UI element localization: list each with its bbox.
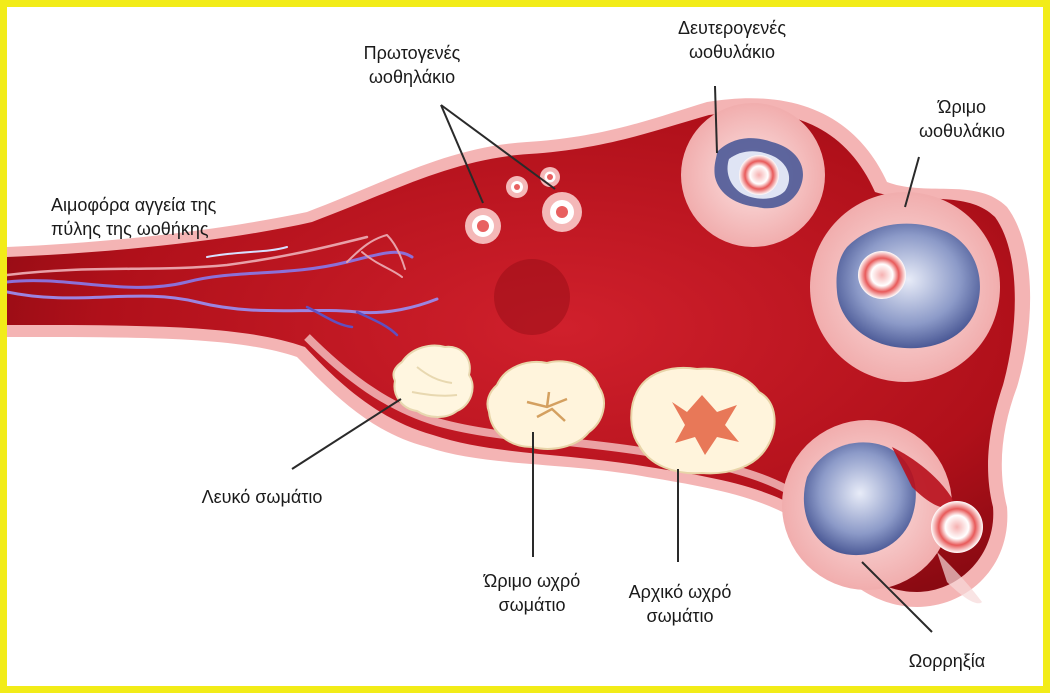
label-mature-corpus-luteum-line2: σωμάτιο (462, 593, 602, 617)
label-mature-follicle: Ώριμο ωοθυλάκιο (897, 95, 1027, 143)
label-blood-vessels-line2: πύλης της ωοθήκης (51, 217, 291, 241)
label-early-corpus-luteum: Αρχικό ωχρό σωμάτιο (605, 580, 755, 628)
label-primary-follicle: Πρωτογενές ωοθηλάκιο (342, 41, 482, 89)
label-corpus-albicans: Λευκό σωμάτιο (177, 485, 347, 509)
watermark-circle (494, 259, 570, 335)
label-mature-follicle-line2: ωοθυλάκιο (897, 119, 1027, 143)
label-secondary-follicle-line2: ωοθυλάκιο (657, 40, 807, 64)
label-primary-follicle-line1: Πρωτογενές (342, 41, 482, 65)
label-mature-corpus-luteum: Ώριμο ωχρό σωμάτιο (462, 569, 602, 617)
label-ovulation-text: Ωορρηξία (887, 649, 1007, 673)
label-secondary-follicle: Δευτερογενές ωοθυλάκιο (657, 16, 807, 64)
label-blood-vessels-line1: Αιμοφόρα αγγεία της (51, 193, 291, 217)
label-secondary-follicle-line1: Δευτερογενές (657, 16, 807, 40)
label-primary-follicle-line2: ωοθηλάκιο (342, 65, 482, 89)
mature-follicle (810, 192, 1000, 382)
label-blood-vessels: Αιμοφόρα αγγεία της πύλης της ωοθήκης (51, 193, 291, 241)
mature-corpus-luteum (487, 361, 604, 449)
label-corpus-albicans-text: Λευκό σωμάτιο (177, 485, 347, 509)
label-early-corpus-luteum-line2: σωμάτιο (605, 604, 755, 628)
label-mature-corpus-luteum-line1: Ώριμο ωχρό (462, 569, 602, 593)
label-mature-follicle-line1: Ώριμο (897, 95, 1027, 119)
label-ovulation: Ωορρηξία (887, 649, 1007, 673)
secondary-follicle (681, 103, 825, 247)
diagram-canvas: Πρωτογενές ωοθηλάκιο Δευτερογενές ωοθυλά… (7, 7, 1043, 686)
label-early-corpus-luteum-line1: Αρχικό ωχρό (605, 580, 755, 604)
